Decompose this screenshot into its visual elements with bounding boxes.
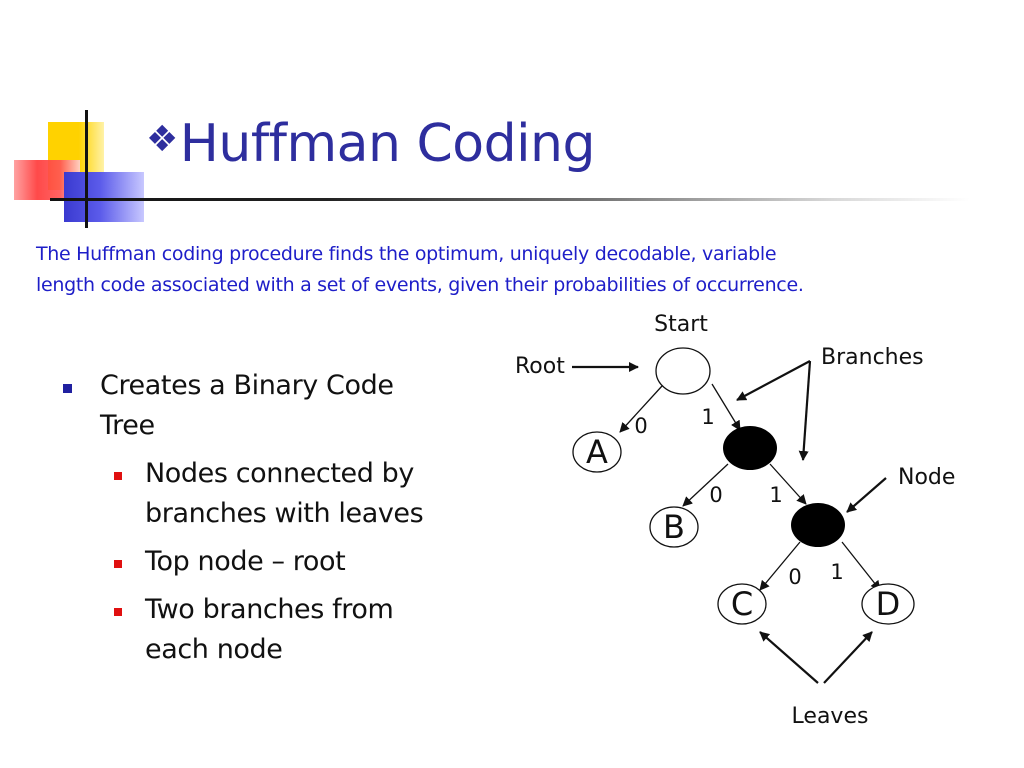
bit-label: 0 [634,414,647,438]
square-bullet-icon [114,472,122,480]
sub-bullet: Top node – root [100,542,480,582]
start-label: Start [654,312,708,337]
leaves-label: Leaves [792,704,869,729]
branches-pointer-arrow-1 [736,360,811,401]
sub-bullet-1-line-1: Nodes connected by [145,458,414,489]
sub-bullet-1-line-2: branches with leaves [145,498,424,529]
title-underline [50,198,970,201]
sub-bullet-list: Nodes connected by branches with leaves … [100,454,480,670]
square-bullet-icon [114,560,122,568]
branch-n2-left [759,541,801,591]
leaf-label-c: C [731,585,753,623]
leaf-node-a-circle [572,431,622,473]
internal-node-1 [723,426,777,470]
slide-title: ❖Huffman Coding [146,114,596,174]
branch-n1-left [682,463,729,507]
bit-label: 1 [769,483,782,507]
intro-paragraph: The Huffman coding procedure finds the o… [36,239,996,301]
pointer-arrows [572,360,887,684]
sub-bullet-3-line-1: Two branches from [145,594,394,625]
bullet-list: Creates a Binary Code Tree Nodes connect… [60,366,480,678]
intro-line-2: length code associated with a set of eve… [36,274,804,296]
bullet-main-line-1: Creates a Binary Code [100,370,394,401]
square-bullet-icon [114,608,122,616]
leaf-label-a: A [586,433,608,471]
logo-vertical-line [85,110,88,228]
internal-node-2 [791,503,845,547]
bit-label: 1 [701,405,714,429]
bit-label: 0 [788,565,801,589]
leaves-pointer-arrow-d [823,631,873,684]
bullet-main: Creates a Binary Code Tree Nodes connect… [60,366,480,670]
tree-branches [619,383,881,591]
slide-title-text: Huffman Coding [179,114,596,174]
bullet-main-line-2: Tree [100,410,155,441]
branches-label: Branches [821,345,924,370]
leaves-pointer-arrow-c [759,631,819,684]
root-label: Root [515,354,565,379]
bit-label: 0 [709,483,722,507]
sub-bullet: Two branches from each node [100,590,480,670]
logo-blue-square [64,172,144,222]
sub-bullet-2-line-1: Top node – root [145,546,346,577]
branch-n2-right [841,541,881,591]
leaf-node-d-circle [861,583,915,625]
leaf-node-c-circle [717,583,767,625]
branches-pointer-arrow-2 [798,360,812,461]
root-node [655,347,711,395]
sub-bullet: Nodes connected by branches with leaves [100,454,480,534]
node-label: Node [898,465,955,490]
bit-label: 1 [830,560,843,584]
intro-line-1: The Huffman coding procedure finds the o… [36,243,777,265]
leaf-label-b: B [663,508,685,546]
node-pointer-arrow [846,477,887,513]
branch-root-left [619,385,663,433]
leaf-label-d: D [876,585,901,623]
diamond-fleuron-icon: ❖ [146,119,178,160]
sub-bullet-3-line-2: each node [145,634,283,665]
square-bullet-icon [63,384,72,393]
branch-n1-right [769,463,807,505]
leaf-node-b-circle [649,506,699,548]
branch-root-right [711,383,741,431]
